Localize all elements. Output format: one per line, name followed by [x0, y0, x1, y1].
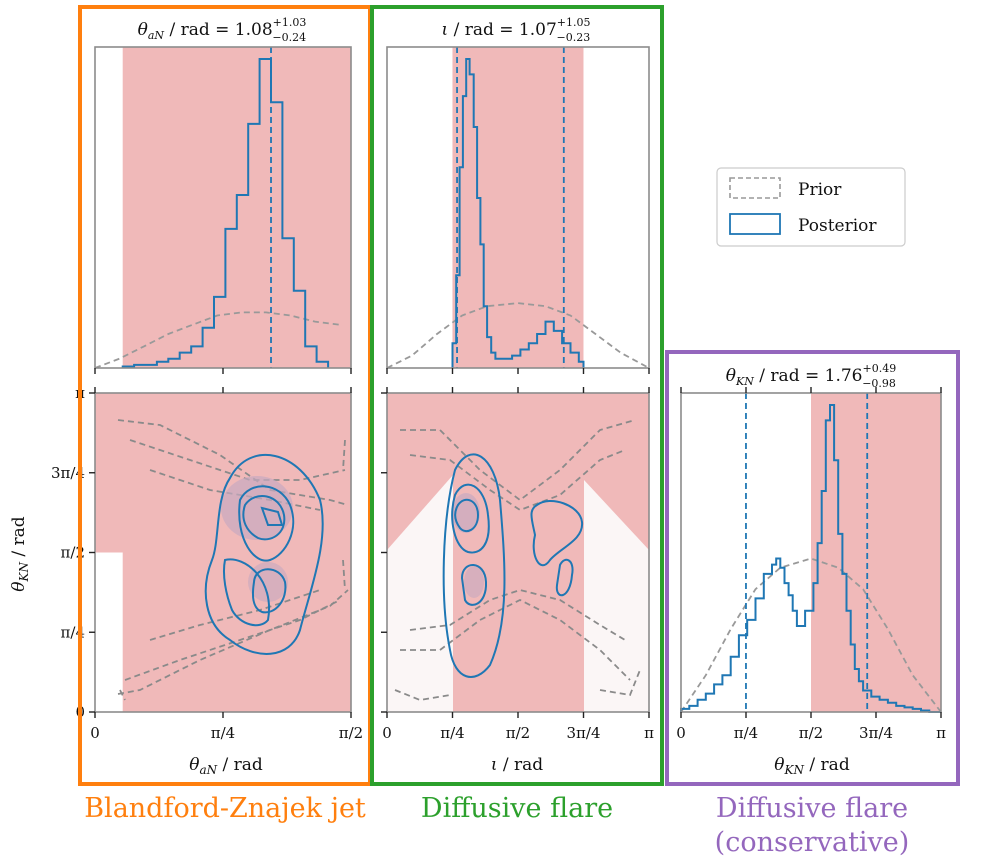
- legend-posterior-label: Posterior: [798, 216, 877, 236]
- theta-aN-posterior-contour-1: [238, 485, 295, 562]
- iota-prior-contour-2: [394, 669, 641, 701]
- iota-prior-curve: [386, 302, 650, 369]
- iota-excluded-right: [584, 480, 649, 712]
- caption-bz: Blandford-Znajek jet: [84, 793, 366, 824]
- iota-xtick-label-2: π/2: [506, 724, 530, 742]
- contour-layer: [117, 419, 641, 701]
- highlight-bands: [95, 47, 941, 712]
- iota-prior-contour-1: [409, 449, 626, 641]
- title-iota: ι / rad = 1.07+1.05−0.23: [442, 16, 591, 44]
- theta-aN-prior-curve: [94, 311, 340, 369]
- theta-aN-prior-contour-3: [119, 439, 346, 701]
- legend-prior-swatch: [729, 177, 781, 199]
- theta-KN-xtick-label-3: 3π/4: [859, 724, 893, 742]
- xlabel-theta-KN: θKN / rad: [774, 755, 850, 777]
- theta-KN-xtick-label-2: π/2: [799, 724, 823, 742]
- theta-aN-posterior-contour-0: [204, 454, 324, 655]
- theta-aN-xtick-label-1: π/4: [211, 724, 235, 742]
- theta-aN-xtick-label-0: 0: [90, 724, 100, 742]
- quantile-lines: [270, 47, 869, 712]
- iota-posterior-contour-1: [451, 483, 490, 554]
- theta-KN-prior-curve: [680, 557, 942, 713]
- flare-group-box: [370, 5, 664, 786]
- xlabel-theta-aN: θaN / rad: [189, 755, 263, 777]
- legend: Prior Posterior: [716, 167, 906, 247]
- theta-KN-prior-band: [811, 393, 941, 712]
- iota-posterior-fill-lower: [464, 566, 484, 598]
- title-theta-aN: θaN / rad = 1.08+1.03−0.24: [138, 16, 307, 44]
- iota-posterior-contour-0: [442, 453, 506, 678]
- theta-aN-posterior-contour-4: [252, 568, 287, 614]
- legend-prior-label: Prior: [798, 180, 842, 200]
- theta-KN-xtick-label-4: π: [936, 724, 946, 742]
- theta-KN-xtick-label-1: π/4: [734, 724, 758, 742]
- theta-KN-posterior-histogram: [680, 404, 941, 713]
- xlabel-iota: ι / rad: [491, 755, 543, 775]
- theta-aN-posterior-contour-3: [260, 506, 284, 526]
- theta-KN-ytick-label-3: 3π/4: [51, 464, 85, 482]
- svg-text:θKN / rad: θKN / rad: [9, 516, 31, 592]
- caption-flare: Diffusive flare: [421, 793, 613, 824]
- prior-curves: [94, 302, 942, 713]
- theta-KN-xtick-label-0: 0: [676, 724, 686, 742]
- iota-xtick-label-0: 0: [382, 724, 392, 742]
- theta-aN-posterior-contour-2: [242, 495, 286, 541]
- conservative-group-box: [665, 350, 960, 786]
- theta-aN-posterior-histogram: [121, 58, 330, 368]
- iota-posterior-contour-3: [460, 564, 488, 606]
- iota-prior-contour-0: [400, 419, 636, 681]
- caption-conservative-2: (conservative): [715, 827, 910, 858]
- theta-aN-xtick-label-2: π/2: [339, 724, 363, 742]
- theta-aN-posterior-contour-5: [222, 558, 271, 627]
- ylabel-theta-KN: θKN / rad: [9, 516, 31, 592]
- iota-posterior-contour-4: [530, 500, 584, 567]
- iota-xtick-label-4: π: [644, 724, 654, 742]
- iota-xtick-label-3: 3π/4: [567, 724, 601, 742]
- caption-conservative-1: Diffusive flare: [716, 793, 908, 824]
- iota-excluded-left: [387, 475, 453, 712]
- iota-posterior-contour-2: [454, 498, 480, 533]
- title-theta-KN: θKN / rad = 1.76+0.49−0.98: [726, 362, 896, 390]
- iota-posterior-contour-5: [555, 558, 574, 597]
- posterior-histograms: [121, 58, 941, 713]
- iota-posterior-histogram: [451, 58, 585, 368]
- iota-xtick-label-1: π/4: [440, 724, 464, 742]
- theta-aN-joint-band: [95, 393, 351, 712]
- theta-aN-prior-contour-1: [124, 439, 346, 681]
- legend-posterior-swatch: [729, 213, 781, 235]
- legend-box: [716, 167, 906, 247]
